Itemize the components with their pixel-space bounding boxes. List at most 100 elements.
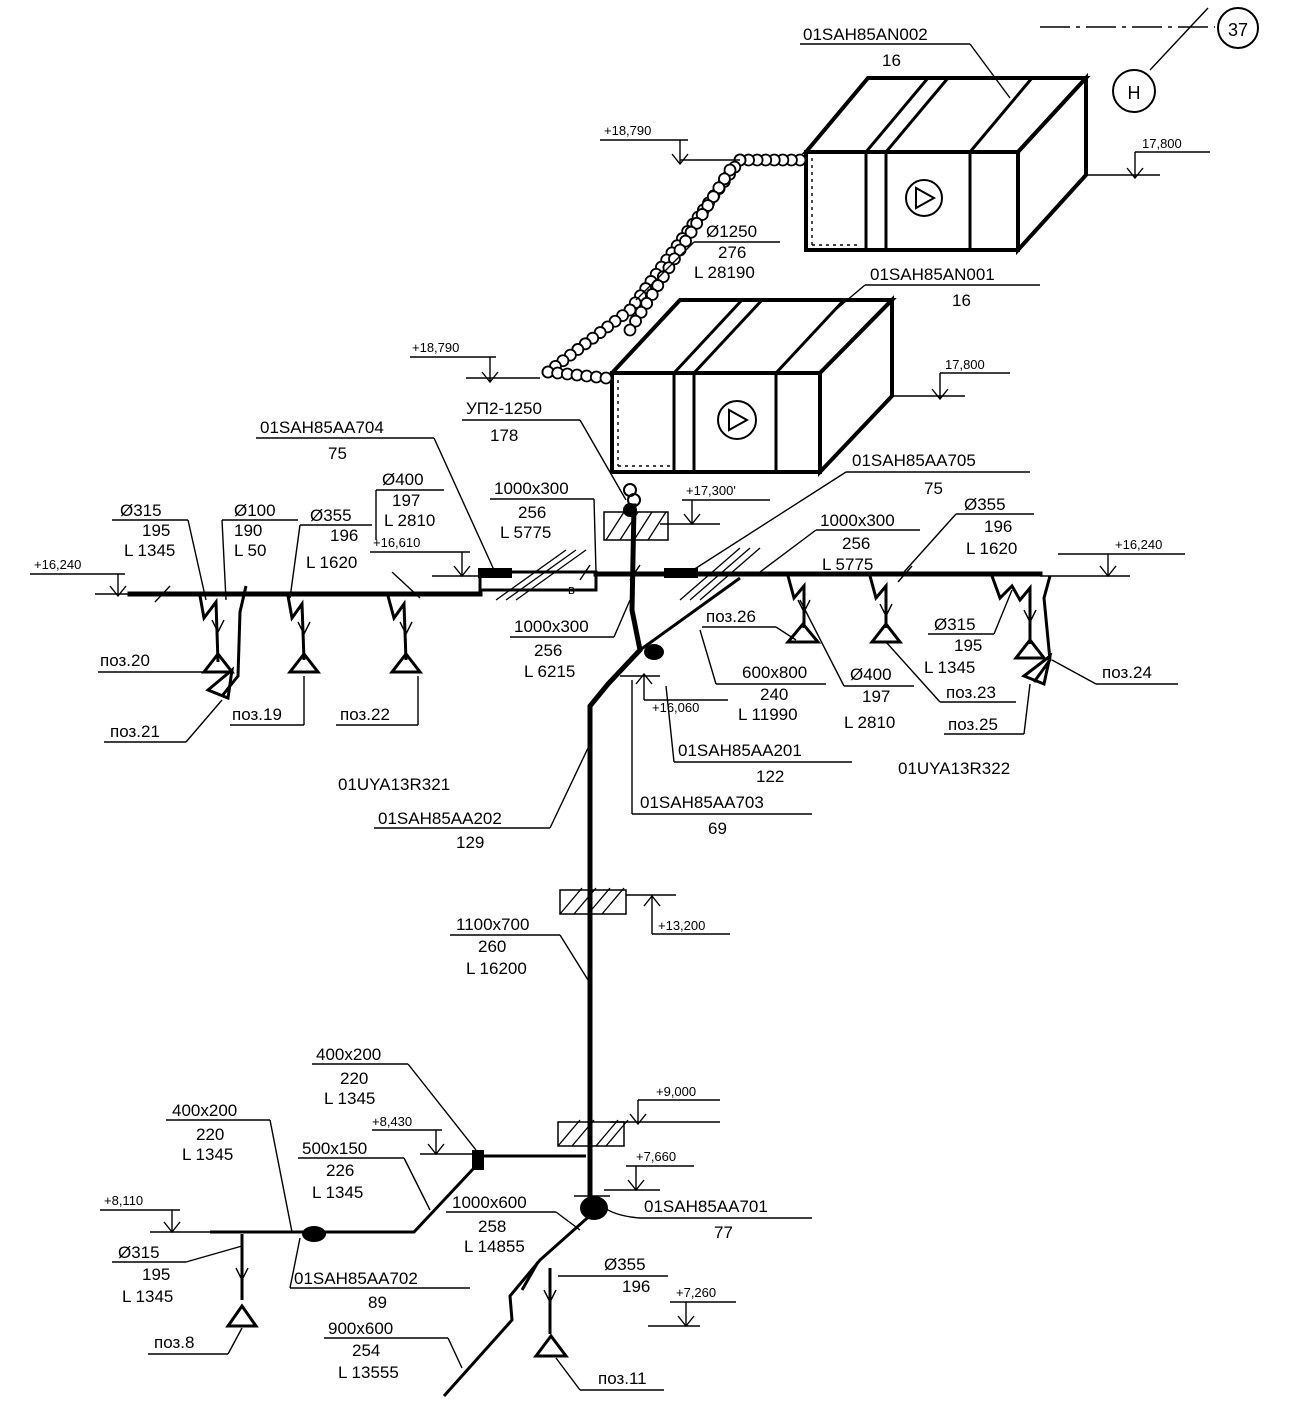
aa201-tag: 01SAH85AA201 xyxy=(678,741,802,760)
d100-size: Ø100 xyxy=(234,501,276,520)
terminal-poz22 xyxy=(388,651,424,674)
r600-num: 240 xyxy=(760,685,788,704)
duct-coil-ring xyxy=(701,199,715,212)
left-branches: поз.20 поз.21 поз.19 поз.22 Ø315 195 L 1… xyxy=(98,470,444,743)
d400b-length: L 2810 xyxy=(844,713,895,732)
aa201-num: 122 xyxy=(756,767,784,786)
fan-icon xyxy=(717,400,757,440)
poz11-label: поз.11 xyxy=(598,1369,647,1388)
label-up2: УП2-1250 178 xyxy=(462,399,627,501)
terminal-poz21 xyxy=(205,666,235,701)
d315b-size: Ø315 xyxy=(934,615,976,634)
r1000a-size: 1000x300 xyxy=(494,479,569,498)
duct-coil-ring xyxy=(723,163,737,177)
level-16060: +16,060 xyxy=(652,700,699,715)
uya322-tag: 01UYA13R322 xyxy=(898,759,1010,778)
vertical-riser: +16,060 +13,200 +9,000 +7,660 01UYA xyxy=(338,483,852,1220)
r1000c-num: 256 xyxy=(842,534,870,553)
aa702-tag: 01SAH85AA702 xyxy=(294,1269,418,1288)
unit-an001-num: 16 xyxy=(952,291,971,310)
r1100-size: 1100x700 xyxy=(456,915,529,934)
up2-num: 178 xyxy=(490,426,518,445)
d100-num: 190 xyxy=(234,521,262,540)
poz8-label: поз.8 xyxy=(154,1333,194,1352)
r1000b-length: L 6215 xyxy=(524,662,575,681)
level-16240-right: +16,240 xyxy=(1115,537,1162,552)
r600-size: 600x800 xyxy=(742,663,807,682)
d355a-length: L 1620 xyxy=(306,553,357,572)
level-17300: +17,300' xyxy=(686,483,736,498)
fan-icon xyxy=(905,179,943,217)
aa703-tag: 01SAH85AA703 xyxy=(640,793,764,812)
r1100-num: 260 xyxy=(478,937,506,956)
terminal-poz8 xyxy=(225,1303,259,1328)
r1000c-size: 1000x300 xyxy=(820,511,895,530)
r1000b-size: 1000x300 xyxy=(514,617,589,636)
duct-coil-ring xyxy=(712,181,726,195)
d315a-length: L 1345 xyxy=(124,541,175,560)
level-7660: +7,660 xyxy=(636,1149,676,1164)
duct-coil-ring xyxy=(718,172,731,186)
d400b-num: 197 xyxy=(862,687,890,706)
unit-an001: 17,800 01SAH85AN001 16 xyxy=(607,265,1040,478)
level-16610: +16,610 xyxy=(373,535,420,550)
terminal-poz19 xyxy=(286,651,322,674)
d315b-num: 195 xyxy=(954,636,982,655)
r400a-num: 220 xyxy=(340,1069,368,1088)
duct-coil-ring xyxy=(640,296,654,310)
d355c-num: 196 xyxy=(622,1277,650,1296)
lower-branches: +8,430 +8,110 +7,260 400x200 220 L 1345 … xyxy=(100,1045,812,1398)
duct-1250-num: 276 xyxy=(718,243,746,262)
r400b-length: L 1345 xyxy=(182,1145,233,1164)
axis-circle-h xyxy=(1112,69,1156,113)
duct-coil-ring xyxy=(656,270,670,284)
poz24-label: поз.24 xyxy=(1102,663,1152,682)
duct-coil-ring xyxy=(706,190,720,204)
duct-coil-ring xyxy=(599,371,613,385)
d400b-size: Ø400 xyxy=(850,665,892,684)
duct-coil-ring xyxy=(668,252,681,266)
duct-coil-ring xyxy=(684,225,698,239)
duct-coil-ring xyxy=(623,323,637,337)
d315a-size: Ø315 xyxy=(120,501,162,520)
aa703-num: 69 xyxy=(708,819,727,838)
r1000d-size: 1000x600 xyxy=(452,1193,527,1212)
r500-length: L 1345 xyxy=(312,1183,363,1202)
duct-coil-ring xyxy=(679,234,692,248)
d315c-length: L 1345 xyxy=(122,1287,173,1306)
d400a-size: Ø400 xyxy=(382,470,424,489)
level-unit-an001: 17,800 xyxy=(945,357,985,372)
terminal-poz26 xyxy=(784,621,822,644)
r400a-size: 400x200 xyxy=(316,1045,381,1064)
level-7260: +7,260 xyxy=(676,1285,716,1300)
d100-length: L 50 xyxy=(234,541,266,560)
d400a-length: L 2810 xyxy=(384,511,435,530)
r1100-length: L 16200 xyxy=(466,959,527,978)
aa704-tag: 01SAH85AA704 xyxy=(260,418,384,437)
unit-an002-tag: 01SAH85AN002 xyxy=(803,25,928,44)
poz22-label: поз.22 xyxy=(340,705,390,724)
level-16240-left: +16,240 xyxy=(34,557,81,572)
aa702-num: 89 xyxy=(368,1293,387,1312)
duct-1250-length: L 28190 xyxy=(694,263,755,282)
r900-size: 900x600 xyxy=(328,1319,393,1338)
level-8430: +8,430 xyxy=(372,1114,412,1129)
poz23-label: поз.23 xyxy=(946,683,996,702)
r1000d-num: 258 xyxy=(478,1217,506,1236)
duct-coil-ring xyxy=(645,288,659,301)
level-8110: +8,110 xyxy=(104,1193,143,1208)
d315c-num: 195 xyxy=(142,1265,170,1284)
right-branches: поз.26 поз.23 поз.25 поз.24 Ø355 196 L 1… xyxy=(699,495,1178,778)
level-13200: +13,200 xyxy=(658,918,705,933)
duct-1250-size: Ø1250 xyxy=(706,222,757,241)
axis-number: 37 xyxy=(1228,20,1248,40)
aa701-tag: 01SAH85AA701 xyxy=(644,1197,768,1216)
aa202-num: 129 xyxy=(456,833,484,852)
level-18790-top: +18,790 xyxy=(604,123,651,138)
aa705-tag: 01SAH85AA705 xyxy=(852,451,976,470)
aa202-tag: 01SAH85AA202 xyxy=(378,809,502,828)
d400a-num: 197 xyxy=(392,491,420,510)
d315c-size: Ø315 xyxy=(118,1243,160,1262)
